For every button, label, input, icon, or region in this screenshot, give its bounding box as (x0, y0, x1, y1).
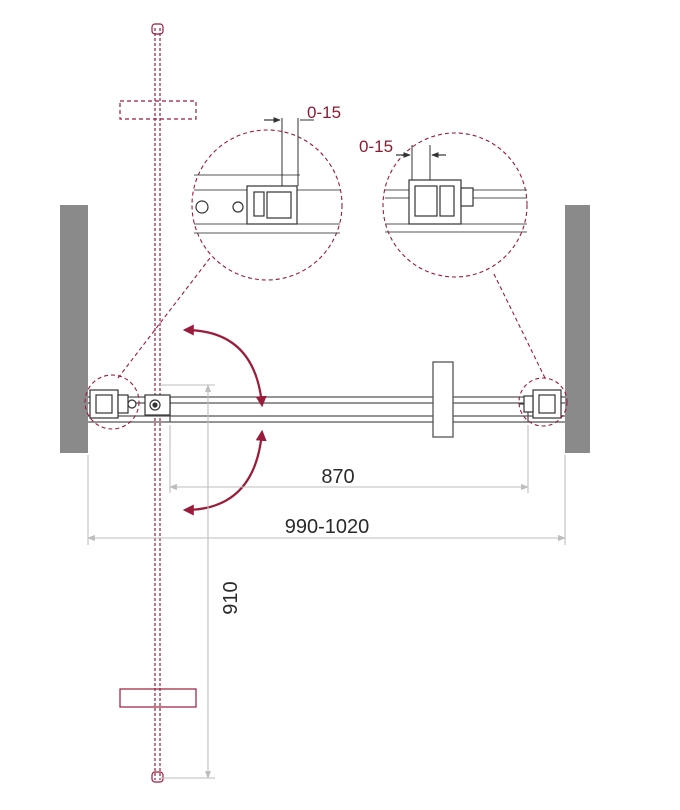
adjustment-label-right: 0-15 (359, 137, 393, 156)
door-handle (432, 361, 454, 438)
adjustment-label-left: 0-15 (307, 103, 341, 122)
left-detail-leader (117, 257, 211, 379)
swing-arrow-lower (182, 429, 267, 516)
left-wall (60, 205, 88, 453)
dimension-label-990-1020: 990-1020 (285, 516, 370, 538)
right-magnified-detail (382, 132, 528, 278)
right-wall (565, 205, 590, 453)
swing-arrow-upper (182, 324, 267, 408)
left-detail-marker (84, 374, 140, 430)
dimension-label-870: 870 (321, 466, 354, 488)
right-wall-profile (519, 389, 562, 419)
left-magnified-detail (191, 117, 343, 281)
right-detail-leader (492, 271, 546, 379)
dimension-label-910: 910 (220, 581, 242, 614)
right-detail-marker (518, 377, 568, 427)
left-wall-profile (89, 389, 171, 419)
